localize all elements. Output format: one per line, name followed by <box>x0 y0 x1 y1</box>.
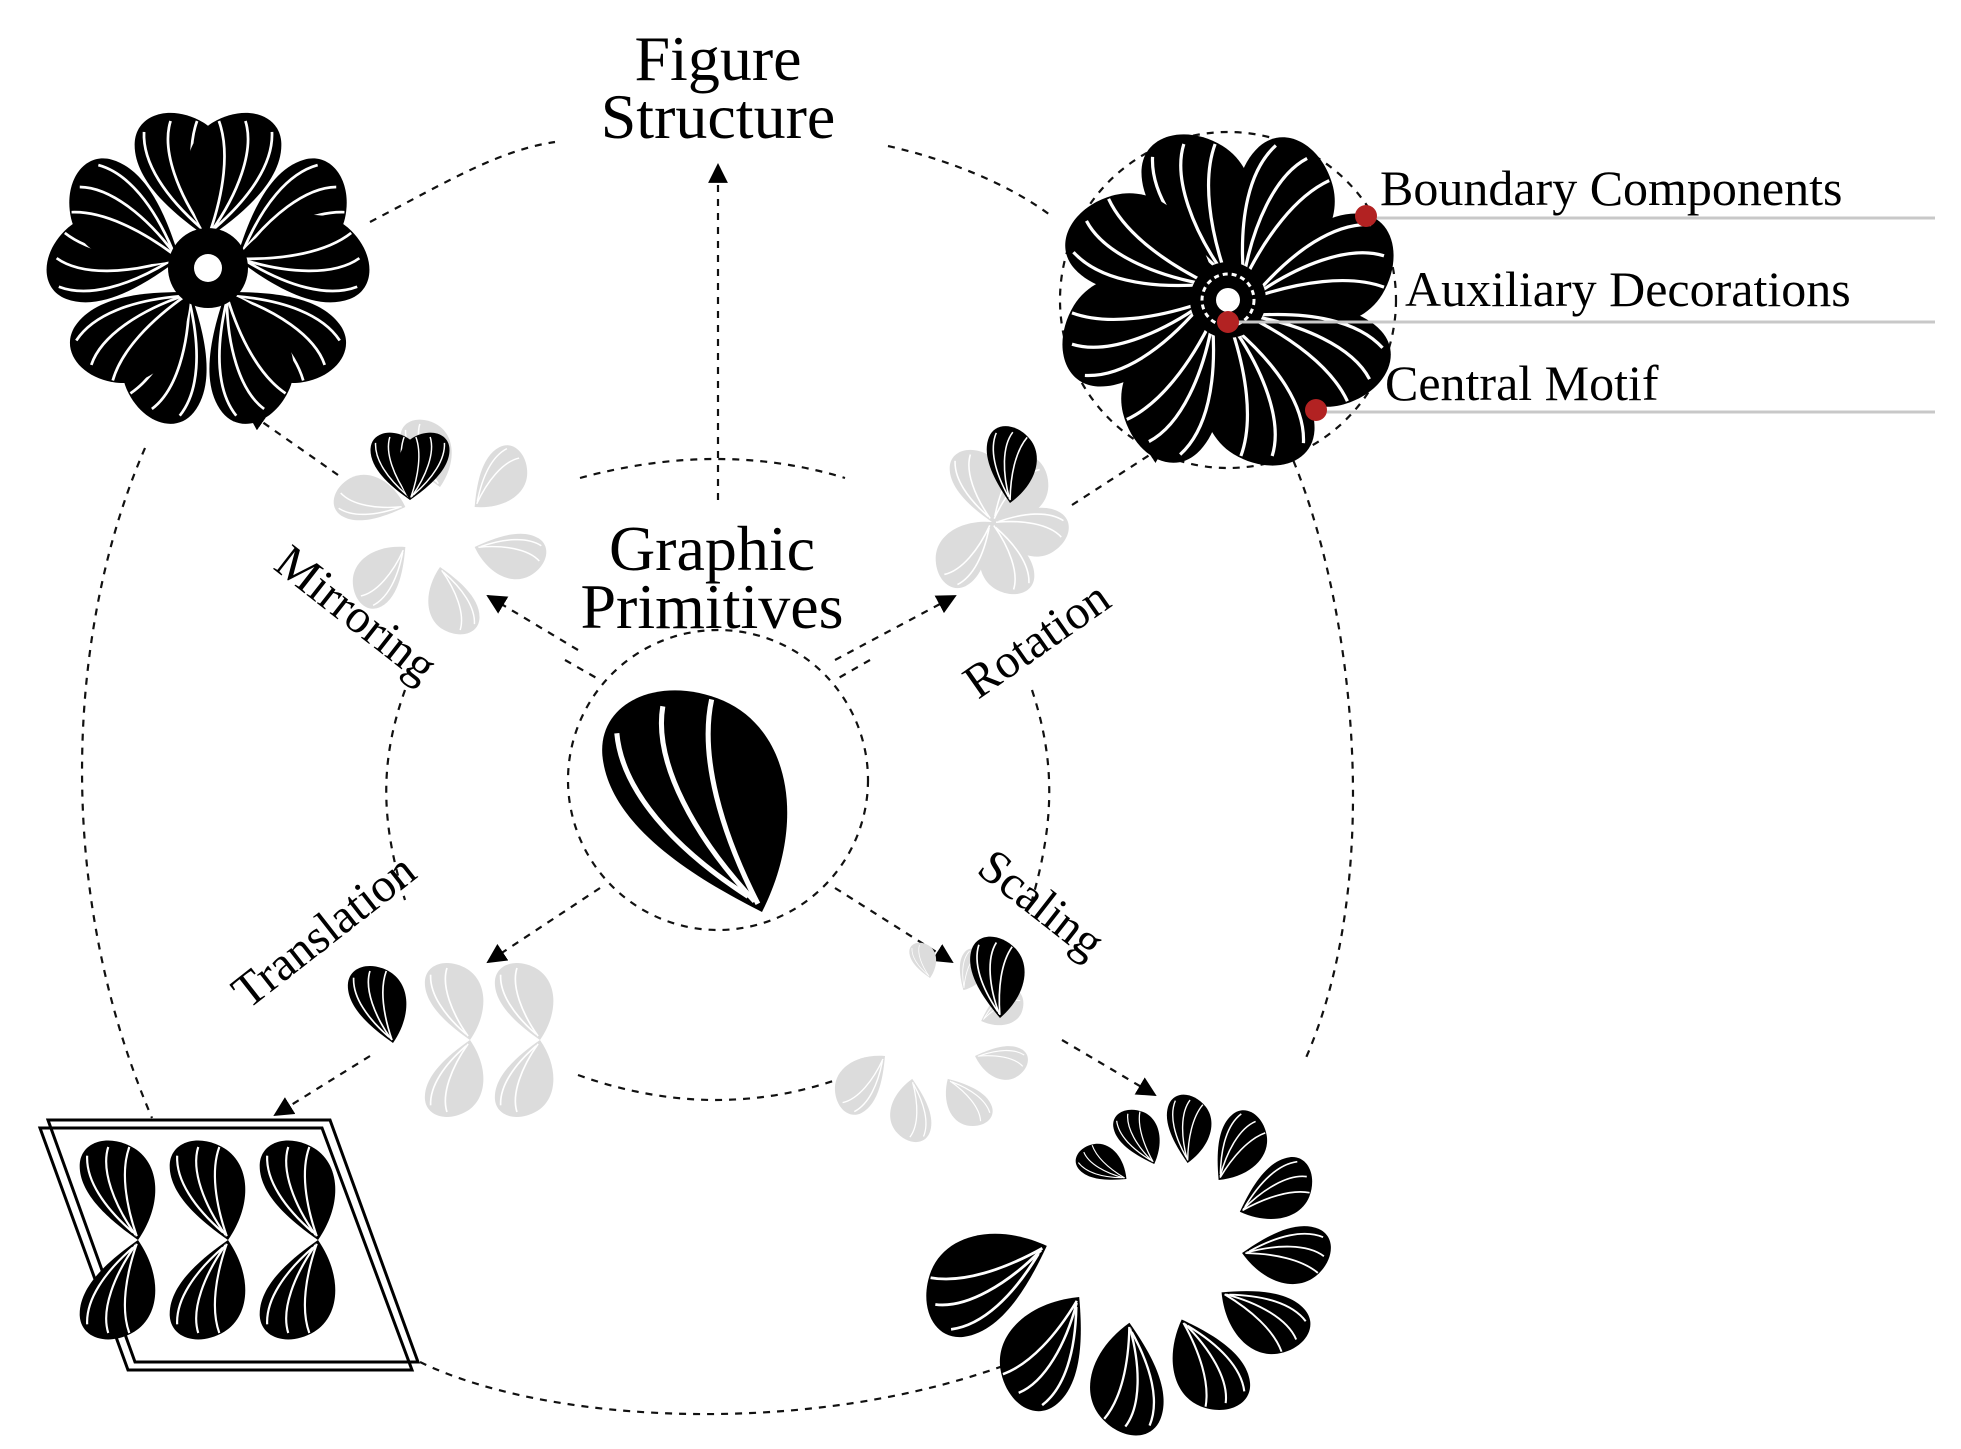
auxiliary-marker-icon <box>1217 311 1239 333</box>
arrow-rotation-result <box>1071 443 1167 506</box>
mirror-result-flower-icon <box>36 111 380 438</box>
arrow-mirror-result <box>246 410 339 476</box>
center-label-line-1: Graphic <box>609 513 815 584</box>
arrow-scaling-result <box>1061 1039 1157 1097</box>
arrow-to-mirroring <box>486 594 579 651</box>
arrow-translation-result <box>273 1055 371 1117</box>
translation-preview-icon <box>347 962 555 1118</box>
operation-label-rotation: Rotation <box>954 571 1120 709</box>
arrow-to-scaling <box>834 887 954 964</box>
central-marker-icon <box>1305 399 1327 421</box>
component-callouts <box>1217 205 1935 421</box>
scaling-preview-icon <box>823 931 1034 1148</box>
component-label-boundary: Boundary Components <box>1380 160 1842 216</box>
petal-primitive-icon <box>595 676 802 931</box>
arrow-to-rotation <box>834 595 957 661</box>
operation-label-mirroring: Mirroring <box>265 535 447 693</box>
center-label-line-2: Primitives <box>580 571 843 642</box>
component-label-central: Central Motif <box>1385 355 1659 411</box>
arrow-to-translation <box>486 887 601 964</box>
title-line-2: Structure <box>601 81 836 152</box>
translation-tile-icon <box>37 1118 421 1372</box>
component-label-auxiliary: Auxiliary Decorations <box>1405 261 1851 317</box>
rotation-result-flower-icon <box>1048 120 1408 480</box>
dashed-structure-lines <box>80 140 1355 1416</box>
scaling-spiral-icon <box>915 1089 1339 1445</box>
title-line-1: Figure <box>634 23 801 94</box>
boundary-marker-icon <box>1355 205 1377 227</box>
